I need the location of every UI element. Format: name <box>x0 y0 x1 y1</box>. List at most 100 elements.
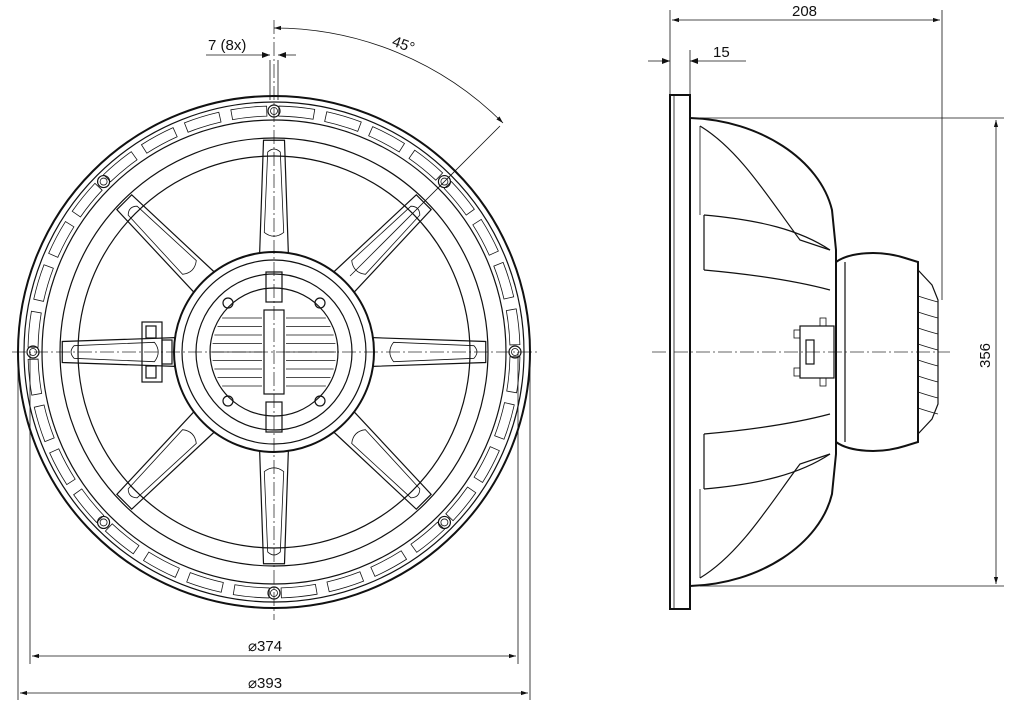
bolt-hole-icon <box>508 345 522 359</box>
motor-center-bar <box>263 309 285 395</box>
motor-cooling-fins <box>212 317 336 387</box>
baffle-diameter-label: ⌀374 <box>248 638 282 655</box>
outer-diameter-dimension: ⌀393 <box>17 352 531 700</box>
side-fin <box>917 375 939 383</box>
rim-slot <box>183 111 222 133</box>
rim-slot <box>73 488 105 524</box>
bolt-hole-inner <box>29 348 37 356</box>
front-view: 45° 7 (8x) ⌀374 ⌀393 <box>12 20 540 700</box>
side-fin <box>917 343 939 351</box>
rim-slot <box>324 111 362 132</box>
bolt-hole-icon <box>26 345 40 359</box>
rim-slot <box>278 105 316 120</box>
height-dimension: 356 <box>700 117 1004 587</box>
baffle-diameter-dimension: ⌀374 <box>29 352 519 664</box>
rim-slot <box>48 220 75 258</box>
rim-slot <box>186 572 224 593</box>
rim-vent-slots <box>27 105 521 599</box>
spoke-recess <box>263 148 285 237</box>
rim-slot <box>445 486 477 522</box>
spoke <box>61 337 176 367</box>
rim-slot <box>33 264 54 302</box>
rim-slot <box>410 521 446 553</box>
rim-slot <box>494 402 515 440</box>
outer-diameter-label: ⌀393 <box>248 675 282 692</box>
rim-slot <box>27 310 42 348</box>
rim-slot <box>140 127 178 154</box>
mounting-flange <box>669 94 691 610</box>
bolt-hole-icon <box>437 515 452 530</box>
motor-outer-ring <box>173 251 375 453</box>
spoke <box>116 411 215 510</box>
spoke-recess <box>389 341 478 363</box>
rim-slot <box>443 180 475 216</box>
rim-slot <box>370 550 408 577</box>
spoke-recess <box>351 429 421 499</box>
bolt-hole-icon <box>96 515 111 530</box>
rim-slot <box>230 105 268 121</box>
rim-slot <box>408 149 444 181</box>
bolt-hole-dimension: 7 (8x) <box>206 37 296 100</box>
bolt-hole-icon <box>96 174 111 189</box>
depth-dimension: 208 <box>669 3 943 300</box>
bolt-hole-icon <box>267 586 281 600</box>
rim-slot <box>142 551 180 578</box>
depth-label: 208 <box>792 3 817 20</box>
rim-slot <box>368 126 406 153</box>
side-fin <box>917 391 939 399</box>
rim-slot <box>506 356 521 394</box>
side-fin <box>917 327 939 335</box>
side-fin <box>917 407 939 415</box>
rim-slot <box>33 404 55 443</box>
motor-ring-2 <box>181 259 367 445</box>
side-fin <box>917 295 939 303</box>
bolt-hole-inner <box>99 177 108 186</box>
motor-top-tab <box>265 271 283 303</box>
flange-thickness-dimension: 15 <box>648 44 746 95</box>
bolt-hole-label: 7 (8x) <box>208 37 246 54</box>
mounting-bolt-holes <box>26 104 522 600</box>
motor-screw-icon <box>222 297 234 309</box>
rim-slot <box>232 584 270 599</box>
bolt-hole-inner <box>99 518 108 527</box>
spoke <box>116 194 215 293</box>
height-label: 356 <box>977 343 994 368</box>
side-fin <box>917 359 939 367</box>
spoke-recess <box>127 205 197 275</box>
motor-screw-icon <box>222 395 234 407</box>
bolt-hole-inner <box>440 518 449 527</box>
angle-dimension: 45° <box>273 25 504 277</box>
spoke <box>333 411 432 510</box>
bolt-hole-inner <box>440 177 449 186</box>
bolt-hole-inner <box>511 348 519 356</box>
rim-slot <box>102 151 138 183</box>
terminal-connector <box>141 321 173 383</box>
rim-slot <box>49 448 76 486</box>
side-fin <box>917 311 939 319</box>
angle-extension-line <box>349 125 501 277</box>
basket-spokes <box>61 139 487 565</box>
bolt-hole-inner <box>270 589 278 597</box>
rim-slot <box>472 218 499 256</box>
terminal-side <box>793 317 835 387</box>
spoke <box>372 337 487 367</box>
rim-slot <box>280 583 318 599</box>
spoke-recess <box>351 205 421 275</box>
spoke-recess <box>263 467 285 556</box>
motor-screw-icon <box>314 395 326 407</box>
frame-inner-ring <box>77 155 471 549</box>
motor-ring-3 <box>195 273 353 431</box>
spoke-recess <box>70 341 159 363</box>
motor-side-fins <box>917 295 939 415</box>
flange-thickness-label: 15 <box>713 44 730 61</box>
rim-slot <box>104 523 140 555</box>
bolt-hole-icon <box>437 174 452 189</box>
frame-vent-ring-inner <box>59 137 489 567</box>
motor-screw-icon <box>314 297 326 309</box>
spoke <box>259 139 289 254</box>
side-view: 208 15 356 <box>648 3 1004 610</box>
spoke-recess <box>127 429 197 499</box>
angle-label: 45° <box>390 33 417 57</box>
rim-slot <box>493 261 515 300</box>
